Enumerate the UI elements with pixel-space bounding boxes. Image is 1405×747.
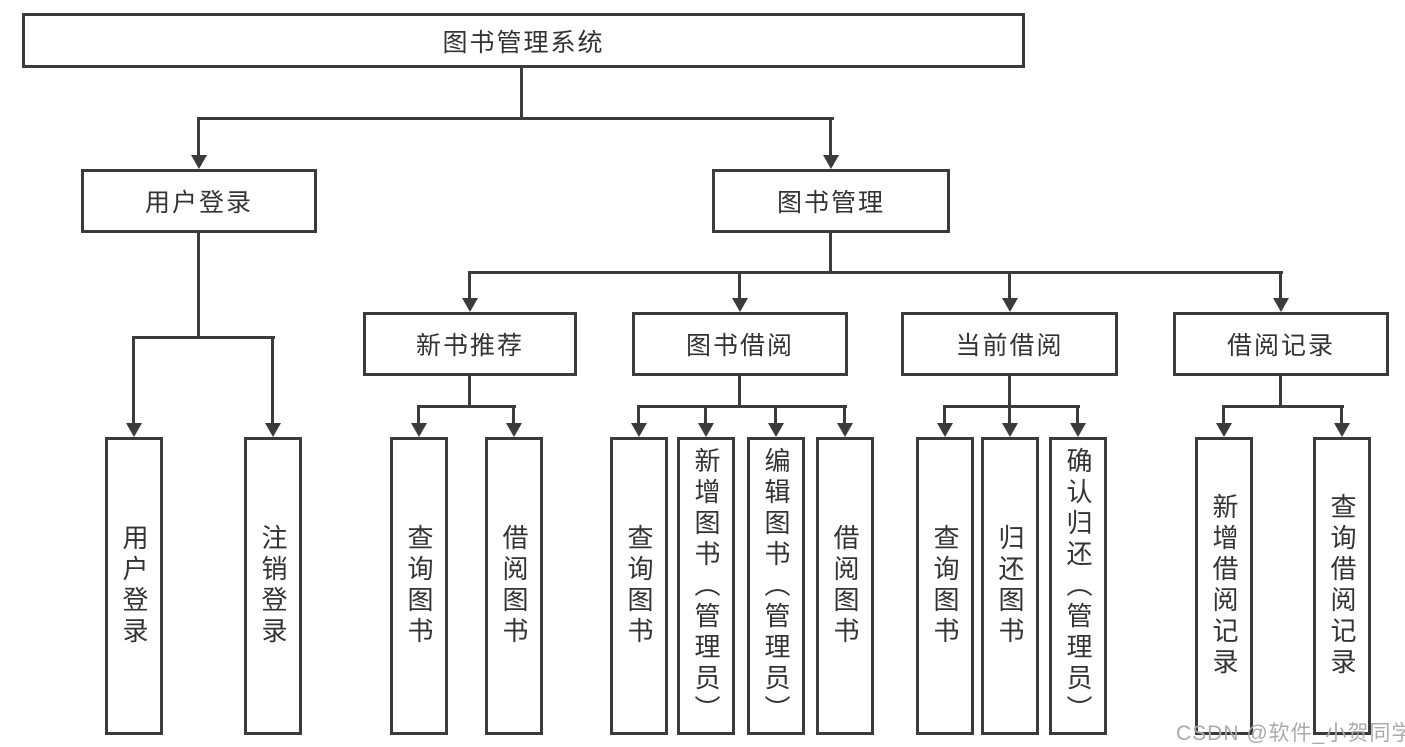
connector: [943, 405, 946, 424]
connector: [197, 117, 200, 156]
node-user-login: 用户登录: [81, 169, 317, 233]
connector: [468, 271, 471, 299]
connector: [468, 271, 1283, 274]
connector: [197, 117, 834, 120]
leaf-return-books: 归还图书: [981, 437, 1039, 735]
node-book-borrowing: 图书借阅: [632, 312, 848, 376]
arrow-down-icon: [837, 423, 853, 437]
arrow-down-icon: [506, 423, 522, 437]
connector: [132, 336, 135, 424]
arrow-down-icon: [1002, 298, 1018, 312]
connector: [417, 405, 516, 408]
connector: [738, 376, 741, 407]
node-root-library-system: 图书管理系统: [22, 13, 1025, 68]
node-book-management: 图书管理: [712, 169, 950, 233]
leaf-query-borrow-record: 查询借阅记录: [1313, 437, 1371, 735]
arrow-down-icon: [1273, 298, 1289, 312]
connector: [704, 405, 707, 424]
leaf-add-books-admin: 新增图书（管理员）: [677, 437, 735, 735]
arrow-down-icon: [265, 423, 281, 437]
connector: [943, 405, 1080, 408]
connector: [738, 271, 741, 299]
connector: [1279, 376, 1282, 407]
leaf-query-books: 查询图书: [390, 437, 448, 735]
arrow-down-icon: [937, 423, 953, 437]
leaf-add-borrow-record: 新增借阅记录: [1195, 437, 1253, 735]
leaf-query-books: 查询图书: [610, 437, 668, 735]
arrow-down-icon: [823, 155, 839, 169]
leaf-logout: 注销登录: [244, 437, 302, 735]
arrow-down-icon: [411, 423, 427, 437]
connector: [637, 405, 640, 424]
connector: [1222, 405, 1344, 408]
connector: [1279, 271, 1282, 299]
node-new-book-recommendation: 新书推荐: [363, 312, 577, 376]
connector: [1076, 405, 1079, 424]
connector: [1340, 405, 1343, 424]
connector: [271, 336, 274, 424]
connector: [468, 376, 471, 407]
arrow-down-icon: [1334, 423, 1350, 437]
arrow-down-icon: [732, 298, 748, 312]
leaf-confirm-return-admin: 确认归还（管理员）: [1049, 437, 1107, 735]
connector: [197, 233, 200, 336]
connector: [1008, 271, 1011, 299]
connector: [132, 336, 275, 339]
leaf-borrow-books: 借阅图书: [485, 437, 543, 735]
arrow-down-icon: [1002, 423, 1018, 437]
arrow-down-icon: [1216, 423, 1232, 437]
arrow-down-icon: [631, 423, 647, 437]
leaf-borrow-books: 借阅图书: [816, 437, 874, 735]
leaf-user-login: 用户登录: [105, 437, 163, 735]
arrow-down-icon: [1070, 423, 1086, 437]
arrow-down-icon: [462, 298, 478, 312]
connector: [637, 405, 847, 408]
csdn-watermark: CSDN @软件_小贺同学: [1176, 722, 1405, 745]
arrow-down-icon: [768, 423, 784, 437]
connector: [520, 68, 523, 117]
arrow-down-icon: [698, 423, 714, 437]
connector: [829, 117, 832, 156]
leaf-query-books: 查询图书: [916, 437, 974, 735]
connector: [1008, 376, 1011, 407]
arrow-down-icon: [191, 155, 207, 169]
node-current-borrowing: 当前借阅: [901, 312, 1118, 376]
connector: [843, 405, 846, 424]
connector: [1008, 405, 1011, 424]
arrow-down-icon: [126, 423, 142, 437]
node-borrowing-records: 借阅记录: [1173, 312, 1389, 376]
connector: [1222, 405, 1225, 424]
connector: [512, 405, 515, 424]
connector: [774, 405, 777, 424]
leaf-edit-books-admin: 编辑图书（管理员）: [747, 437, 805, 735]
connector: [417, 405, 420, 424]
connector: [829, 233, 832, 271]
